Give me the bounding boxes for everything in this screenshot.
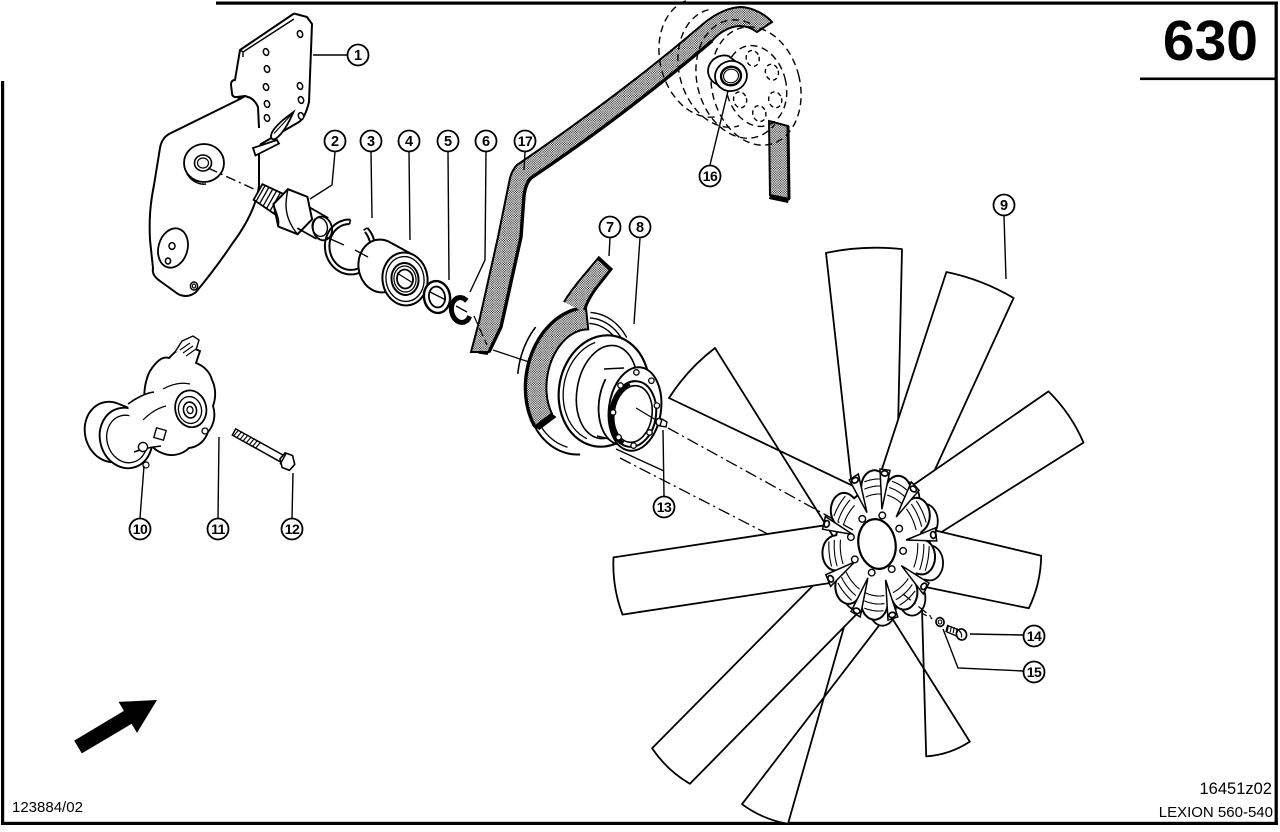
svg-text:17: 17 [518,133,533,149]
svg-text:1: 1 [354,48,362,64]
svg-text:6: 6 [482,134,490,150]
svg-text:2: 2 [331,134,339,150]
svg-text:10: 10 [133,521,148,537]
svg-text:15: 15 [1027,664,1042,680]
svg-text:16: 16 [703,168,718,184]
svg-text:630: 630 [1163,9,1258,73]
svg-text:8: 8 [636,220,644,236]
svg-text:9: 9 [1000,198,1008,214]
svg-text:123884/02: 123884/02 [12,799,83,816]
svg-text:16451z02: 16451z02 [1200,780,1273,798]
svg-text:12: 12 [285,521,300,537]
svg-text:14: 14 [1027,628,1042,644]
svg-text:7: 7 [606,220,614,236]
svg-text:13: 13 [657,499,672,515]
svg-text:3: 3 [367,134,375,150]
svg-text:5: 5 [444,134,452,150]
svg-text:LEXION 560-540: LEXION 560-540 [1159,804,1273,821]
svg-text:4: 4 [405,134,413,150]
svg-text:11: 11 [211,521,226,537]
